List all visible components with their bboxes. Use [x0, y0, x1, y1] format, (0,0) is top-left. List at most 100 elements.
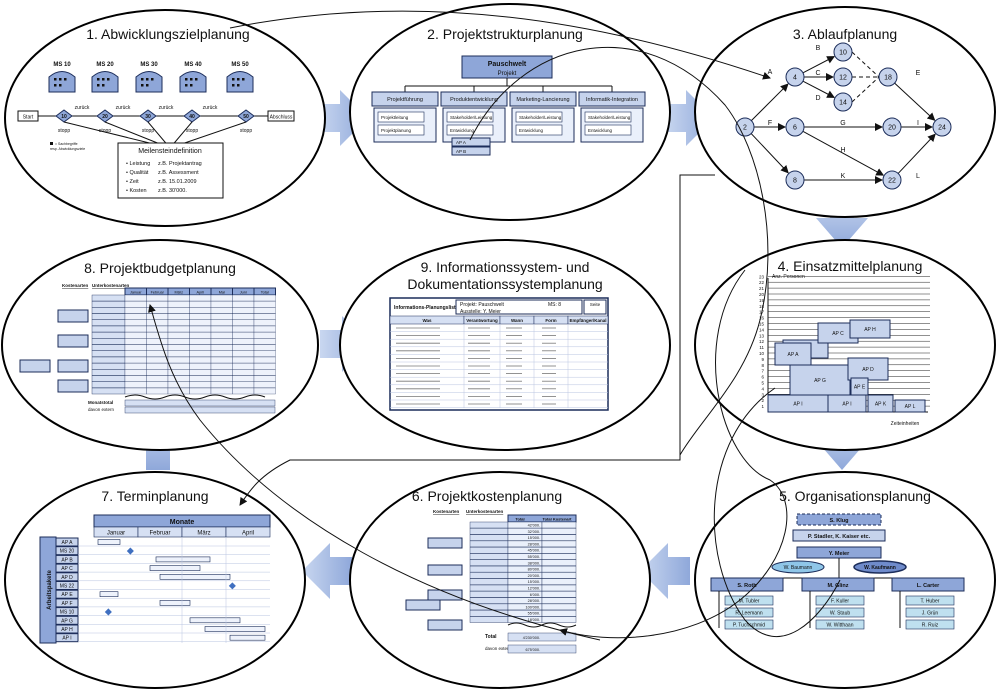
- org-person-label: P. Tuchschmid: [733, 623, 765, 629]
- network-node-14: [833, 92, 853, 112]
- network-node-2: [735, 117, 755, 137]
- cost-sum: 675'000.: [526, 648, 540, 652]
- budget-cell: [124, 344, 147, 351]
- info-list-page-label: Seite: [590, 302, 601, 307]
- resource-block-label: AP L: [905, 404, 916, 410]
- milestone-dot: [97, 84, 100, 87]
- org-lead-label: Y. Meier: [829, 551, 850, 557]
- resource-block: [894, 399, 926, 413]
- cost-value: 20'000.: [528, 574, 540, 578]
- info-list-col: [567, 315, 609, 325]
- pss-item-label: Stakeholder/Leistung: [588, 115, 631, 120]
- gantt-row-label: AP B: [61, 557, 73, 563]
- cost-total-cell: [541, 578, 577, 585]
- budget-cell: [253, 338, 276, 345]
- network-edge: [897, 133, 936, 174]
- gantt-row-label: MS 10: [60, 610, 75, 616]
- arrow-2-to-3: [665, 90, 714, 146]
- cost-value: 32'000.: [528, 530, 540, 534]
- arrow-5-to-6: [640, 543, 690, 599]
- budget-cell: [124, 307, 147, 314]
- budget-month-label: April: [196, 291, 204, 295]
- budget-month-label: Juni: [240, 291, 247, 295]
- budget-cell: [124, 375, 147, 382]
- info-list-ms: MS: 8: [548, 302, 561, 308]
- budget-cell: [167, 387, 190, 395]
- cost-subrow: [469, 597, 509, 604]
- cost-total-cell: [541, 603, 577, 611]
- budget-cell: [146, 381, 169, 388]
- curve-1-to-3: [229, 10, 771, 80]
- y-tick: 7: [761, 369, 764, 374]
- pss-item: [377, 124, 425, 136]
- budget-total-a: Monatstotal: [88, 400, 113, 405]
- milestone-dot: [107, 78, 110, 81]
- panel-9-informationssystemplanung: 9. Informationssystem- und Dokumentation…: [339, 239, 671, 451]
- budget-cell: [253, 319, 276, 326]
- panel-9-title-2: Dokumentationssystemplanung: [407, 276, 602, 292]
- gantt-bar: [204, 626, 266, 632]
- resource-block-label: AP K: [875, 402, 887, 408]
- y-tick: 5: [761, 381, 764, 386]
- cost-type-box: [405, 599, 441, 611]
- gantt-bar: [189, 617, 241, 624]
- cost-total-cell: [541, 528, 577, 535]
- budget-cell: [167, 325, 190, 333]
- pss-item-label: Stakeholder/Leistung: [450, 115, 493, 120]
- budget-cell: [124, 350, 147, 357]
- budget-subrow: [91, 363, 126, 370]
- gantt-row-label: AP G: [61, 618, 73, 624]
- resource-block-label: AP C: [832, 331, 844, 337]
- info-list-project: Projekt: Pauschwelt: [460, 302, 505, 308]
- org-staff-left-label: W. Baumann: [784, 565, 813, 571]
- budget-cell: [167, 344, 190, 351]
- budget-cell: [232, 307, 255, 314]
- network-edge: [802, 130, 885, 176]
- budget-month-label: Februar: [151, 291, 165, 295]
- gantt-row-label: AP I: [62, 636, 71, 642]
- pss-item: [584, 124, 632, 136]
- gantt-row-label: MS 22: [60, 584, 75, 590]
- cost-total-cell: [541, 591, 577, 598]
- stopp-label: stopp: [99, 128, 111, 134]
- edge-label-F: F: [768, 120, 772, 127]
- budget-cell: [146, 356, 169, 364]
- budget-subrow: [91, 301, 126, 308]
- budget-cell: [253, 369, 276, 376]
- cost-value: 100'000.: [526, 605, 540, 609]
- cost-value: 28'000.: [528, 542, 540, 546]
- org-person: [905, 619, 955, 630]
- budget-cell: [253, 307, 276, 314]
- milestone-node-label: 10: [61, 114, 67, 120]
- budget-subrow: [91, 350, 126, 357]
- org-person: [905, 607, 955, 618]
- budget-cell: [210, 313, 233, 320]
- milestone-node-label: 50: [243, 114, 249, 120]
- cost-total-cell: [541, 547, 577, 554]
- resource-block-label: AP I: [793, 402, 802, 408]
- gantt-month: [225, 526, 271, 538]
- cost-subrow: [469, 540, 509, 548]
- network-node-label: 8: [793, 178, 797, 185]
- budget-cell: [253, 332, 276, 339]
- pss-item-label: Entwicklung: [519, 128, 544, 133]
- axis-x-label: Zeiteinheiten: [891, 421, 920, 427]
- panel-5-title: 5. Organisationsplanung: [779, 488, 931, 504]
- budget-subrow: [91, 387, 126, 395]
- curve-6-to-8: [148, 304, 601, 641]
- milestone-dot: [54, 78, 57, 81]
- cost-value: 15'000.: [528, 580, 540, 584]
- budget-cell: [124, 301, 147, 308]
- y-tick: 10: [759, 351, 765, 356]
- budget-cell: [253, 350, 276, 357]
- pss-column-head: [509, 91, 577, 107]
- network-edge: [751, 83, 789, 121]
- budget-cell: [124, 338, 147, 345]
- org-person: [905, 595, 955, 606]
- info-list-page: [583, 299, 607, 315]
- definition-key: • Kosten: [126, 188, 147, 194]
- panel-2-projektstrukturplanung: 2. Projektstrukturplanung PauschweltProj…: [349, 3, 671, 221]
- y-tick: 14: [759, 327, 765, 332]
- cost-extern-row: [507, 644, 577, 654]
